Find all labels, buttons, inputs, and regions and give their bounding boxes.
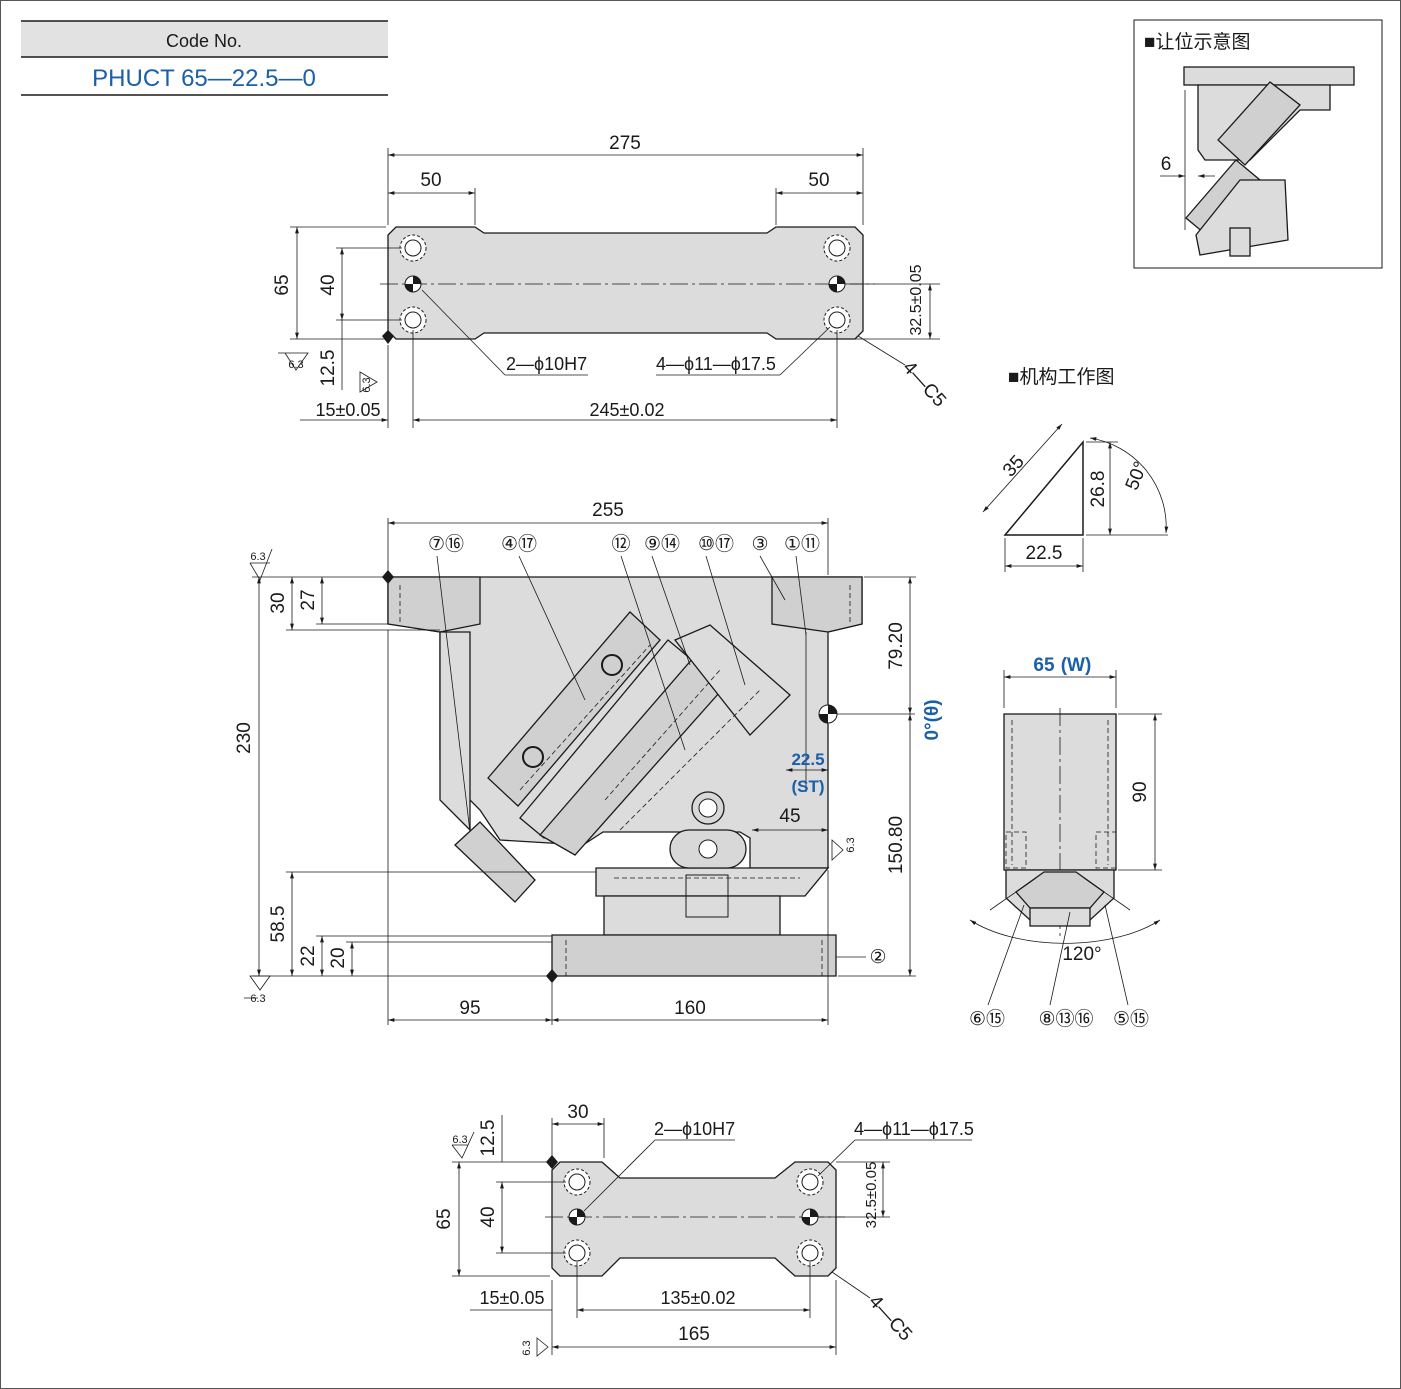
front-dim-58: 58.5 xyxy=(268,906,289,943)
bottom-dowel-callout: 2—ϕ10H7 xyxy=(654,1119,735,1139)
callout-2: ② xyxy=(869,947,886,968)
bottom-dim-30: 30 xyxy=(567,1102,588,1123)
top-height-dim: 65 xyxy=(272,274,293,295)
top-right-neck-dim: 50 xyxy=(808,170,829,191)
callout-10-17: ⑩⑰ xyxy=(698,533,734,555)
front-roughness-1: 6.3 xyxy=(250,551,265,563)
top-overall-dim: 275 xyxy=(609,133,641,154)
mechanism-base: 22.5 xyxy=(1026,543,1063,564)
front-dim-160: 160 xyxy=(674,998,706,1019)
top-pitch-horizontal-dim: 245±0.02 xyxy=(590,400,665,420)
top-edge-dim: 12.5 xyxy=(318,350,339,387)
top-roughness: 6.3 xyxy=(288,359,303,371)
front-dim-30: 30 xyxy=(268,592,289,613)
bottom-overall-dim: 165 xyxy=(678,1324,710,1345)
bottom-pitch-v-dim: 40 xyxy=(478,1206,499,1227)
clearance-diagram-title: ■让位示意图 xyxy=(1144,31,1250,53)
side-width-tag: (W) xyxy=(1061,655,1092,676)
clearance-dim: 6 xyxy=(1161,154,1172,175)
clearance-diagram: ■让位示意图 6 xyxy=(1133,19,1383,269)
front-stroke-tag: (ST) xyxy=(791,777,824,796)
front-height-dim: 230 xyxy=(234,722,255,754)
front-callouts: ⑦⑯ ④⑰ ⑫ ⑨⑭ ⑩⑰ ③ ①⑪ ② xyxy=(428,533,887,968)
side-callout-5-15: ⑤⑮ xyxy=(1113,1008,1149,1030)
front-width-dim: 255 xyxy=(592,500,624,521)
top-left-neck-dim: 50 xyxy=(420,170,441,191)
top-offset-dim: 15±0.05 xyxy=(316,400,381,420)
top-roughness-2: 6.3 xyxy=(361,377,373,392)
side-view: 65 (W) 90 120° ⑥⑮ ⑧⑬⑯ ⑤⑮ xyxy=(969,655,1162,1030)
top-view-holes xyxy=(399,234,851,334)
side-height-dim: 90 xyxy=(1130,781,1151,802)
top-dowel-callout: 2—ϕ10H7 xyxy=(506,354,587,374)
front-upper-dim: 79.20 xyxy=(886,622,907,670)
mechanism-diagram-title: ■机构工作图 xyxy=(1008,366,1114,388)
mechanism-angle: 50° xyxy=(1122,459,1152,494)
code-table: Code No. PHUCT 65—22.5—0 xyxy=(21,20,388,96)
front-dim-20: 20 xyxy=(328,947,349,968)
code-number: PHUCT 65—22.5—0 xyxy=(92,65,316,92)
side-callout-6-15: ⑥⑮ xyxy=(969,1008,1005,1030)
bottom-pitch-dim: 135±0.02 xyxy=(661,1288,736,1308)
bottom-edge-dim: 12.5 xyxy=(478,1120,499,1157)
side-callout-8-13-16: ⑧⑬⑯ xyxy=(1038,1008,1093,1030)
top-pitch-dim: 40 xyxy=(318,274,339,295)
top-bolt-callout: 4—ϕ11—ϕ17.5 xyxy=(656,354,776,374)
side-angle-dim: 120° xyxy=(1062,944,1101,965)
front-lower-dim: 150.80 xyxy=(886,816,907,874)
front-stroke-dim: 22.5 xyxy=(791,750,824,769)
bottom-roughness-1: 6.3 xyxy=(452,1134,467,1146)
callout-3: ③ xyxy=(751,534,768,555)
mechanism-height: 26.8 xyxy=(1088,471,1109,508)
front-dim-45: 45 xyxy=(779,806,800,827)
top-view: 275 50 50 65 40 12.5 15±0.05 245±0.02 32… xyxy=(272,133,950,428)
mechanism-diagram: ■机构工作图 35 26.8 22.5 50° xyxy=(982,366,1169,572)
code-table-header: Code No. xyxy=(166,31,242,51)
front-dim-22: 22 xyxy=(298,945,319,966)
side-width-dim: 65 xyxy=(1033,655,1055,676)
front-dim-27: 27 xyxy=(298,589,319,610)
mechanism-hyp: 35 xyxy=(999,451,1029,481)
bottom-roughness-2: 6.3 xyxy=(521,1340,533,1355)
front-view: 255 230 30 27 58.5 22 20 95 160 xyxy=(234,500,943,1025)
front-angle-label: 0°(θ) xyxy=(922,699,943,740)
callout-9-14: ⑨⑭ xyxy=(644,533,680,555)
callout-12: ⑫ xyxy=(611,533,630,555)
callout-4-17: ④⑰ xyxy=(501,533,537,555)
front-dim-95: 95 xyxy=(459,998,480,1019)
bottom-view: 30 12.5 65 40 15±0.05 135±0.02 165 32.5±… xyxy=(434,1102,974,1357)
callout-7-16: ⑦⑯ xyxy=(428,533,464,555)
bottom-chamfer-callout: 4—C5 xyxy=(864,1291,916,1345)
bottom-half-dim: 32.5±0.05 xyxy=(863,1162,880,1229)
bottom-offset-dim: 15±0.05 xyxy=(480,1288,545,1308)
callout-1-11: ①⑪ xyxy=(784,533,820,555)
top-half-dim: 32.5±0.05 xyxy=(908,264,925,335)
bottom-height-dim: 65 xyxy=(434,1208,455,1229)
front-roughness-2: 6.3 xyxy=(250,993,265,1005)
top-chamfer-callout: 4—C5 xyxy=(898,357,950,411)
front-roughness-3: 6.3 xyxy=(845,837,857,852)
bottom-bolt-callout: 4—ϕ11—ϕ17.5 xyxy=(854,1119,974,1139)
